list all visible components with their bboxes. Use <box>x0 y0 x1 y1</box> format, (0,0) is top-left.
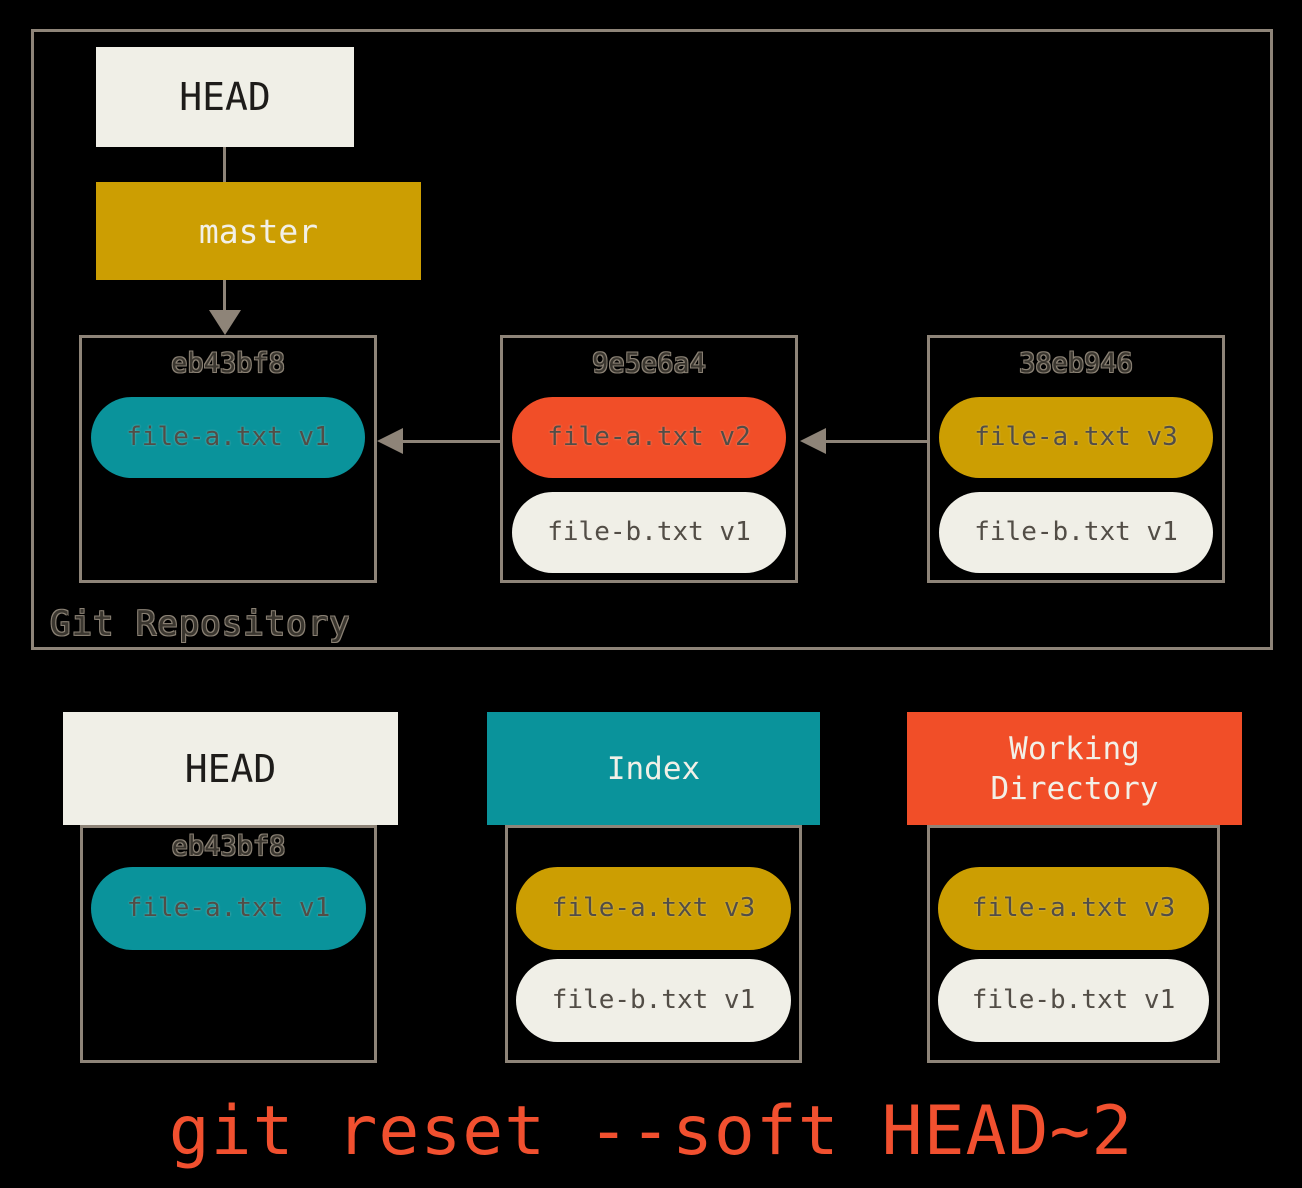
file-pill: file-b.txt v1 <box>512 492 786 573</box>
file-pill-label: file-a.txt v1 <box>126 893 331 923</box>
head-area-title: HEAD <box>184 746 277 791</box>
file-pill: file-a.txt v3 <box>939 397 1213 478</box>
parent-arrow-line <box>823 440 927 443</box>
head-ref-label: HEAD <box>179 75 271 119</box>
head-area-header: HEAD <box>63 712 398 825</box>
commit-box-9e5e6a4: 9e5e6a4 file-a.txt v2 file-b.txt v1 <box>500 335 798 583</box>
master-branch-label: master <box>198 211 319 251</box>
file-pill-label: file-b.txt v1 <box>971 985 1176 1015</box>
commit-hash: eb43bf8 <box>171 831 286 862</box>
commit-box-eb43bf8: eb43bf8 file-a.txt v1 <box>79 335 377 583</box>
left-arrowhead-icon <box>800 428 826 454</box>
parent-arrow-line <box>400 440 500 443</box>
master-to-commit-connector <box>223 280 226 312</box>
file-pill-label: file-a.txt v3 <box>551 893 756 923</box>
file-pill: file-a.txt v3 <box>516 867 791 950</box>
git-repository-label: Git Repository <box>50 604 351 644</box>
head-to-master-connector <box>223 147 226 183</box>
file-pill: file-b.txt v1 <box>939 492 1213 573</box>
file-pill-label: file-a.txt v2 <box>547 422 751 452</box>
commit-box-38eb946: 38eb946 file-a.txt v3 file-b.txt v1 <box>927 335 1225 583</box>
index-area-title: Index <box>606 750 701 787</box>
commit-hash: eb43bf8 <box>171 348 285 379</box>
file-pill: file-a.txt v3 <box>938 867 1209 950</box>
head-ref-box: HEAD <box>96 47 354 147</box>
file-pill-label: file-b.txt v1 <box>974 517 1178 547</box>
file-pill-label: file-a.txt v3 <box>971 893 1176 923</box>
file-pill: file-b.txt v1 <box>516 959 791 1042</box>
file-pill-label: file-a.txt v3 <box>974 422 1178 452</box>
master-branch-box: master <box>96 182 421 280</box>
file-pill: file-b.txt v1 <box>938 959 1209 1042</box>
working-directory-title: Working Directory <box>990 730 1159 807</box>
left-arrowhead-icon <box>377 428 403 454</box>
down-arrowhead-icon <box>209 310 241 335</box>
spacer-row <box>508 830 799 864</box>
git-repository-box <box>31 29 1273 650</box>
index-area-header: Index <box>487 712 820 825</box>
head-area-body: eb43bf8 file-a.txt v1 <box>80 825 377 1063</box>
file-pill: file-a.txt v1 <box>91 867 366 950</box>
working-directory-header: Working Directory <box>907 712 1242 825</box>
file-pill-label: file-b.txt v1 <box>547 517 751 547</box>
file-pill: file-a.txt v1 <box>91 397 365 478</box>
spacer-row <box>930 830 1217 864</box>
file-pill: file-a.txt v2 <box>512 397 786 478</box>
caption-command: git reset --soft HEAD~2 <box>168 1092 1134 1171</box>
file-pill-label: file-b.txt v1 <box>551 985 756 1015</box>
commit-hash: 9e5e6a4 <box>592 348 706 379</box>
working-directory-body: file-a.txt v3 file-b.txt v1 <box>927 825 1220 1063</box>
commit-hash: 38eb946 <box>1019 348 1133 379</box>
file-pill-label: file-a.txt v1 <box>126 422 330 452</box>
index-area-body: file-a.txt v3 file-b.txt v1 <box>505 825 802 1063</box>
